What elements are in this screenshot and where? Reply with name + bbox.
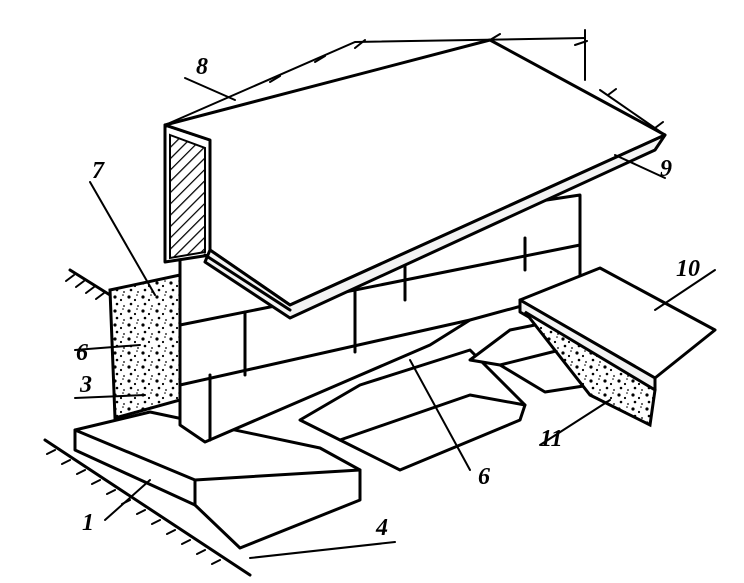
label-6-left: 6	[76, 340, 88, 366]
label-9: 9	[660, 156, 672, 182]
backfill-right	[523, 310, 657, 428]
label-1: 1	[82, 510, 94, 536]
label-3: 3	[79, 372, 92, 398]
label-7: 7	[92, 158, 105, 184]
footing-pad-middle	[298, 348, 527, 472]
label-6-bottom: 6	[478, 464, 490, 490]
ground-left	[65, 268, 112, 300]
label-11: 11	[540, 426, 563, 452]
label-8: 8	[196, 54, 208, 80]
upper-wall	[163, 123, 212, 264]
leader-lines	[74, 77, 716, 559]
label-4: 4	[375, 515, 388, 541]
label-10: 10	[676, 256, 700, 282]
